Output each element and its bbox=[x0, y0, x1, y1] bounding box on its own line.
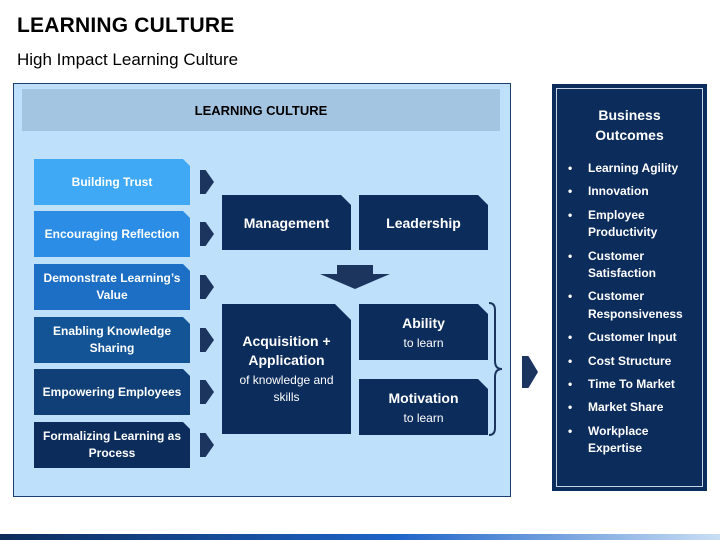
list-item: • Customer Input bbox=[565, 329, 700, 346]
list-item: • Market Share bbox=[565, 399, 700, 416]
driver-demonstrate-value: Demonstrate Learning’s Value bbox=[34, 264, 190, 310]
leadership-box: Leadership bbox=[359, 195, 488, 250]
driver-building-trust: Building Trust bbox=[34, 159, 190, 205]
bottom-accent-bar bbox=[0, 534, 720, 540]
outcome-label: Employee Productivity bbox=[588, 207, 658, 240]
list-item: • Learning Agility bbox=[565, 160, 700, 177]
bullet-icon: • bbox=[568, 161, 573, 175]
acquisition-subtitle: of knowledge and skills bbox=[239, 373, 334, 404]
motivation-title: Motivation bbox=[388, 389, 459, 406]
bullet-icon: • bbox=[568, 289, 573, 304]
outcome-label: Customer Satisfaction bbox=[588, 248, 657, 280]
driver-formalizing-learning: Formalizing Learning as Process bbox=[34, 422, 190, 468]
bullet-icon: • bbox=[568, 353, 573, 368]
bullet-icon: • bbox=[568, 184, 573, 199]
outcome-label: Cost Structure bbox=[588, 353, 672, 368]
list-item: • Customer Responsiveness bbox=[565, 288, 700, 323]
business-outcomes-panel: Business Outcomes • Learning Agility • Inn… bbox=[552, 84, 707, 491]
outcome-label: Time To Market bbox=[588, 376, 675, 391]
list-item: • Cost Structure bbox=[565, 353, 700, 370]
ability-box: Ability to learn bbox=[359, 304, 488, 360]
bullet-icon: • bbox=[568, 248, 573, 263]
outcomes-title: Business Outcomes bbox=[555, 106, 704, 145]
outcome-label: Innovation bbox=[588, 184, 649, 199]
acquisition-title: Acquisition + Application bbox=[242, 333, 331, 369]
outcome-label: Market Share bbox=[588, 400, 664, 415]
list-item: • Employee Productivity bbox=[565, 207, 700, 242]
motivation-box: Motivation to learn bbox=[359, 379, 488, 435]
management-box: Management bbox=[222, 195, 351, 250]
driver-encouraging-reflection: Encouraging Reflection bbox=[34, 211, 190, 257]
bullet-icon: • bbox=[568, 400, 573, 415]
list-item: • Customer Satisfaction bbox=[565, 248, 700, 283]
ability-title: Ability bbox=[402, 314, 445, 331]
list-item: • Innovation bbox=[565, 183, 700, 200]
bullet-icon: • bbox=[568, 423, 573, 438]
outcome-label: Workplace Expertise bbox=[588, 423, 649, 456]
outcomes-list: • Learning Agility • Innovation • Employee … bbox=[565, 160, 700, 463]
panel-header: LEARNING CULTURE bbox=[22, 89, 500, 131]
driver-empowering-employees: Empowering Employees bbox=[34, 369, 190, 415]
down-arrow-icon bbox=[320, 265, 390, 289]
bullet-icon: • bbox=[568, 376, 573, 391]
page-title: LEARNING CULTURE bbox=[17, 14, 235, 37]
bullet-icon: • bbox=[568, 330, 573, 345]
outcome-label: Customer Responsiveness bbox=[588, 289, 683, 321]
driver-knowledge-sharing: Enabling Knowledge Sharing bbox=[34, 317, 190, 363]
list-item: • Workplace Expertise bbox=[565, 423, 700, 458]
list-item: • Time To Market bbox=[565, 376, 700, 393]
outcomes-title-text: Business Outcomes bbox=[595, 107, 664, 143]
page-subtitle: High Impact Learning Culture bbox=[17, 50, 239, 69]
acquisition-application-box: Acquisition + Application of knowledge a… bbox=[222, 304, 351, 434]
ability-subtitle: to learn bbox=[403, 335, 444, 350]
outcome-label: Customer Input bbox=[588, 330, 677, 345]
motivation-subtitle: to learn bbox=[403, 410, 444, 425]
bullet-icon: • bbox=[568, 207, 573, 222]
chevron-right-icon bbox=[522, 356, 538, 388]
right-brace-icon bbox=[488, 302, 503, 436]
outcome-label: Learning Agility bbox=[588, 161, 679, 175]
